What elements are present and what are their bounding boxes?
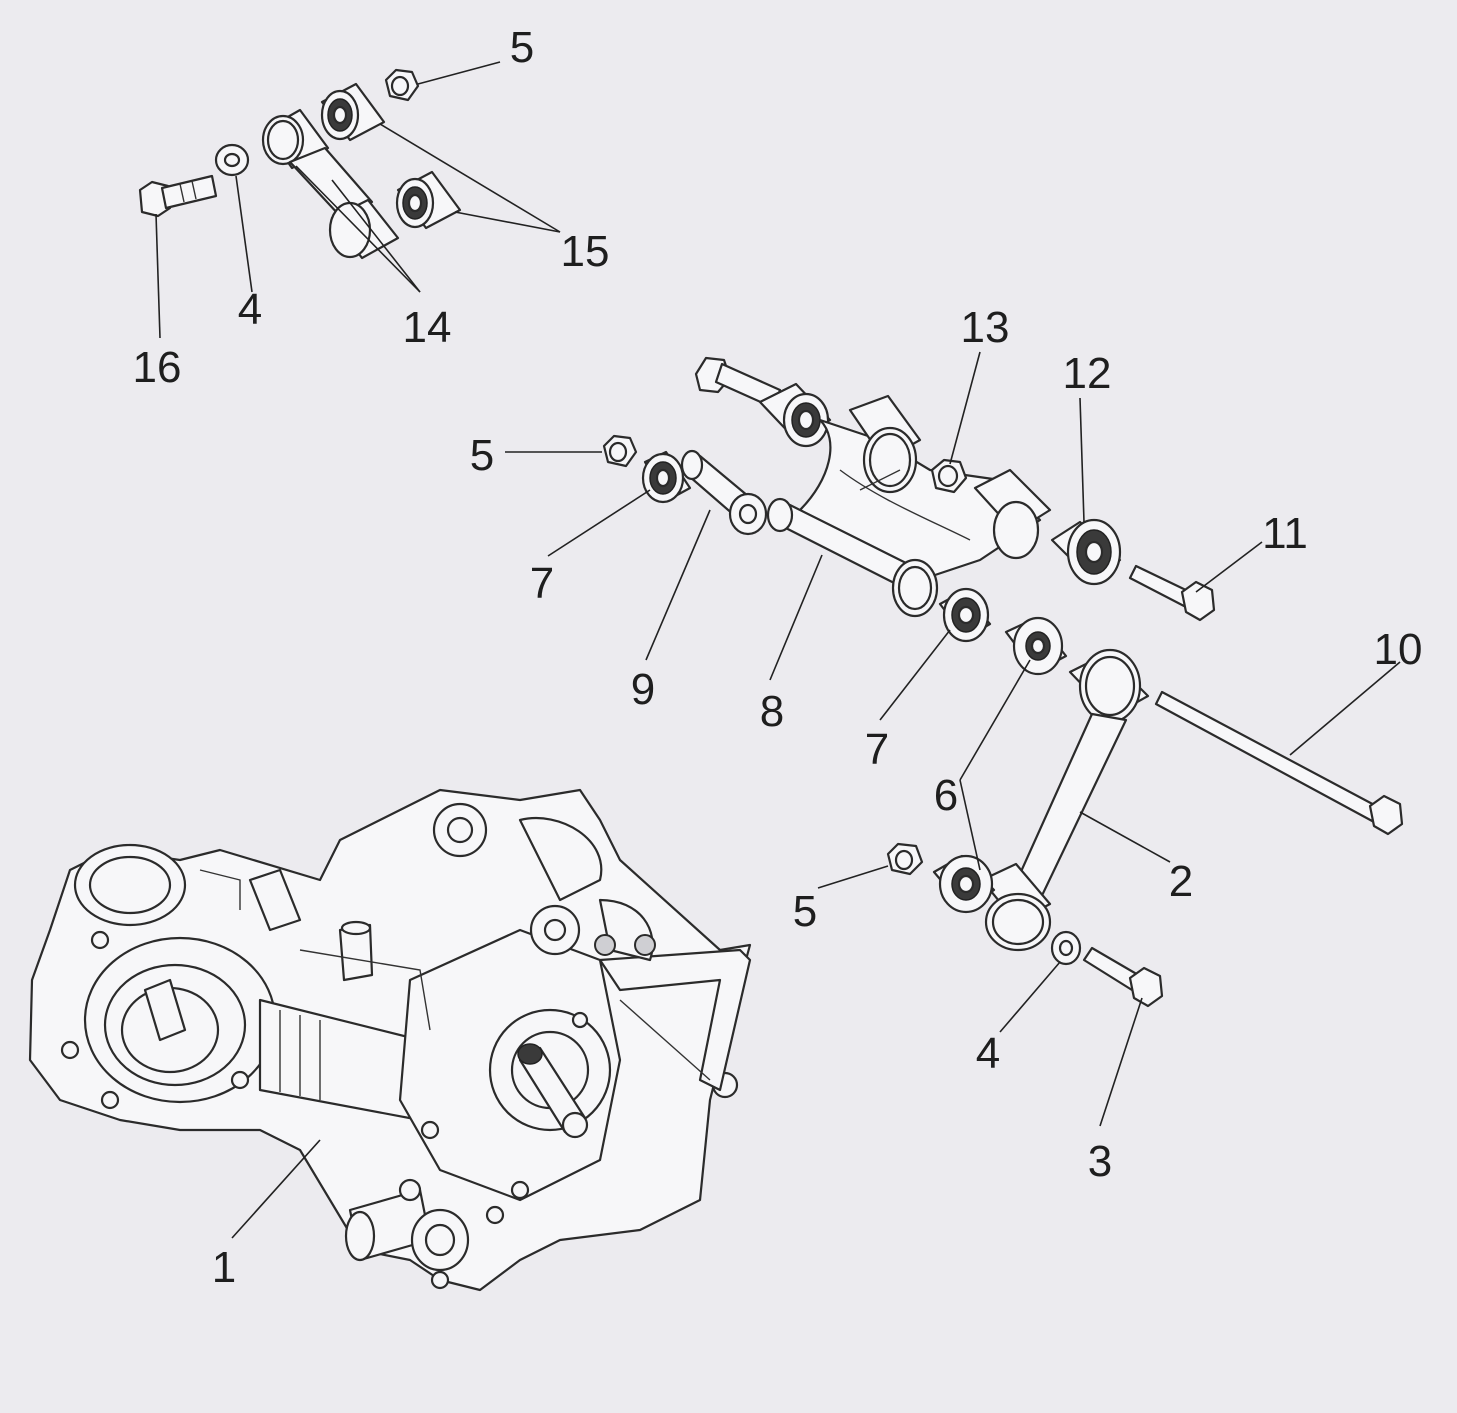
bushing-12 <box>1050 518 1122 586</box>
link-bolt <box>694 356 782 410</box>
callout-11: 11 <box>1262 509 1308 558</box>
link-arm-2 <box>980 648 1150 952</box>
washer-4-bot <box>1050 930 1082 966</box>
callout-3: 3 <box>1088 1137 1112 1186</box>
callout-7-right: 7 <box>865 725 889 774</box>
callout-15: 15 <box>561 227 610 276</box>
callout-16: 16 <box>133 343 182 392</box>
callout-labels: 5 15 4 14 16 13 12 5 11 7 9 8 7 10 6 2 5… <box>133 23 1423 1292</box>
tube-8 <box>766 497 939 618</box>
leader-lines <box>155 61 1401 1239</box>
bearing-7-left <box>641 450 692 504</box>
callout-13: 13 <box>961 303 1010 352</box>
callout-12: 12 <box>1063 349 1112 398</box>
callout-5-top: 5 <box>510 23 534 72</box>
bolt-10 <box>1154 690 1404 836</box>
bushing-14 <box>261 108 400 260</box>
bushing-6-upper <box>1004 616 1068 676</box>
bolt-16 <box>138 174 218 218</box>
bolt-11 <box>1128 564 1216 622</box>
callout-9: 9 <box>631 665 655 714</box>
nut-13 <box>930 458 968 494</box>
callout-10: 10 <box>1374 625 1423 674</box>
nut-5-mid <box>602 434 638 468</box>
callout-7-left: 7 <box>530 559 554 608</box>
callout-6: 6 <box>934 771 958 820</box>
nut-5-bot <box>886 842 924 876</box>
callout-4-top: 4 <box>238 285 262 334</box>
engine-1 <box>28 788 752 1292</box>
silentblock-15 <box>320 82 462 230</box>
callout-5-bot: 5 <box>793 887 817 936</box>
callout-4-bot: 4 <box>976 1029 1000 1078</box>
bolt-3 <box>1082 946 1164 1008</box>
bearing-7-right <box>938 587 992 643</box>
callout-2: 2 <box>1169 857 1193 906</box>
spacer-9 <box>680 449 768 536</box>
washer-4-top <box>214 143 250 177</box>
silentblock-upper <box>758 382 832 448</box>
callout-8: 8 <box>760 687 784 736</box>
callout-1: 1 <box>212 1243 236 1292</box>
callout-5-mid: 5 <box>470 431 494 480</box>
callout-14: 14 <box>403 303 452 352</box>
nut-5-top <box>384 68 420 102</box>
bushing-6-lower <box>932 854 996 914</box>
